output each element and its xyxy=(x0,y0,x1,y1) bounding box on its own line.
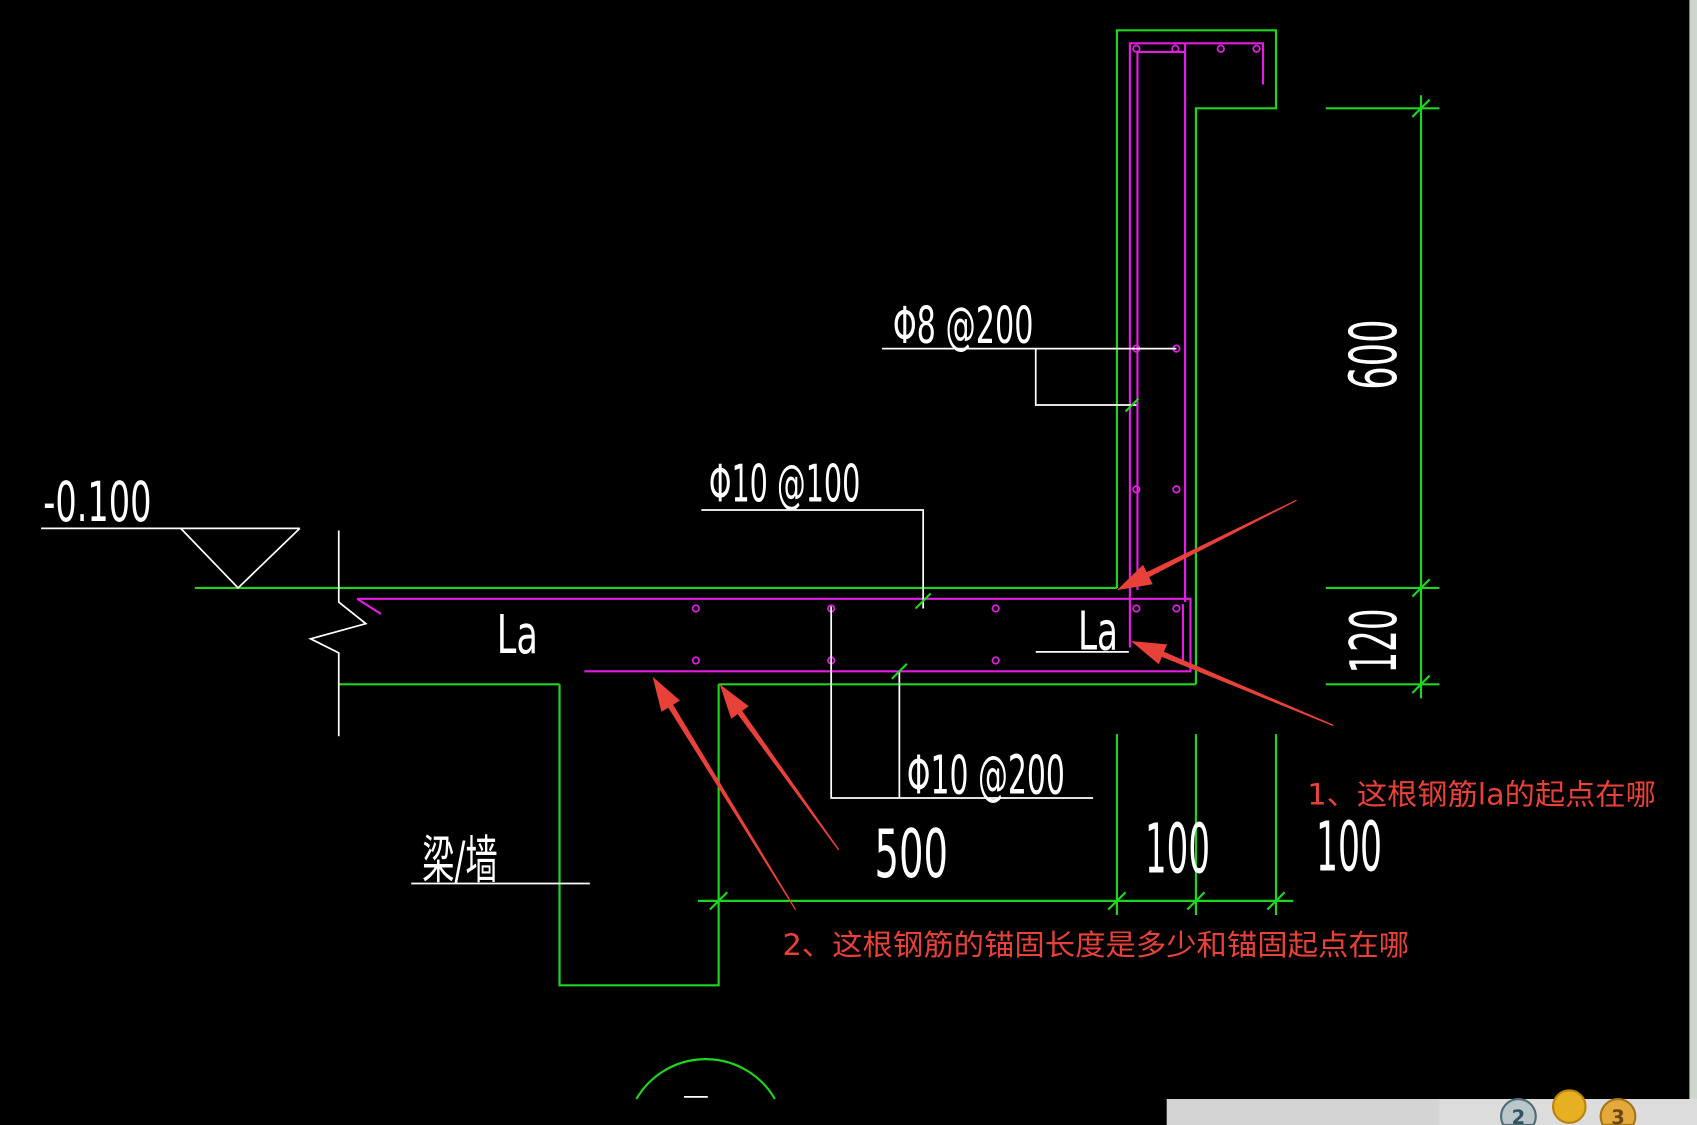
dimension-wall-thickness: 100 xyxy=(1145,811,1210,890)
slab-bottom-rebar-annotation: Φ10 @200 xyxy=(830,606,1094,807)
support-label: 梁/墙 xyxy=(422,831,498,891)
callout-question-2: 2、这根钢筋的锚固长度是多少和锚固起点在哪 xyxy=(782,928,1409,962)
leader-tick xyxy=(914,592,932,610)
callout-question-1: 1、这根钢筋la的起点在哪 xyxy=(1307,777,1655,811)
slab-bottom-rebar-label: Φ10 @200 xyxy=(907,745,1065,807)
section-symbol-arc xyxy=(635,1058,776,1100)
elevation-label: -0.100 xyxy=(43,471,151,535)
rebar-section-dot xyxy=(1172,604,1181,613)
rebar-section-dot xyxy=(1172,485,1181,494)
wall-rebar-label: Φ8 @200 xyxy=(893,296,1034,355)
extension-line xyxy=(1325,107,1440,686)
anchorage-annotation: La La xyxy=(497,601,1129,666)
slab-rebar-hook xyxy=(356,597,382,615)
leader-tick xyxy=(891,662,908,680)
window-edge xyxy=(1689,0,1697,1100)
dimension-wall-height: 600 xyxy=(1337,319,1412,389)
slab-top-rebar-leader xyxy=(701,509,925,609)
horizontal-dimension: 500 100 100 xyxy=(698,734,1382,915)
wall-outline xyxy=(1115,29,1278,685)
anchorage-right-label: La xyxy=(1078,601,1118,663)
dimension-tick xyxy=(709,891,1286,911)
wall-outer-rebar-inner xyxy=(1136,50,1186,591)
rebar-section-dot xyxy=(1132,485,1141,494)
question-callouts: 1、这根钢筋la的起点在哪 2、这根钢筋的锚固长度是多少和锚固起点在哪 xyxy=(652,499,1656,962)
structure-outline xyxy=(194,29,1278,1100)
break-symbol xyxy=(308,530,368,737)
rebar xyxy=(356,42,1265,673)
callout-arrow xyxy=(1130,641,1334,727)
badge-circle xyxy=(1599,1098,1637,1125)
level-3-badge-icon[interactable]: 3 xyxy=(1599,1098,1637,1125)
callout-arrow xyxy=(719,684,840,851)
dimension-tick xyxy=(1411,98,1431,694)
rebar-section-dot xyxy=(1132,604,1141,613)
rebar-section-dot xyxy=(1132,44,1141,53)
rebar-section-dot xyxy=(1216,44,1225,53)
badge-label: 2 xyxy=(1512,1106,1526,1125)
support-annotation: 梁/墙 xyxy=(411,831,590,891)
slab-top-rebar-label: Φ10 @100 xyxy=(709,454,861,514)
callout-arrow xyxy=(652,676,797,910)
break-line xyxy=(308,530,368,737)
rebar-section-dots xyxy=(691,44,1261,665)
vertical-dimension: 600 120 xyxy=(1325,95,1440,699)
dimension-slab-length: 500 xyxy=(874,815,948,893)
leader-tick xyxy=(1124,397,1140,413)
dimension-slab-thickness: 120 xyxy=(1338,609,1412,674)
slab-rebar-loop xyxy=(357,597,1192,673)
anchorage-left-label: La xyxy=(497,604,538,666)
badge-label: 3 xyxy=(1611,1106,1625,1125)
callout-arrow xyxy=(1116,499,1297,591)
wall-rebar-annotation: Φ8 @200 xyxy=(882,296,1177,413)
slab-top-rebar-annotation: Φ10 @100 xyxy=(701,454,932,610)
wall-rebar-leader xyxy=(882,347,1177,406)
level-2-badge-icon[interactable]: 2 xyxy=(1500,1098,1537,1125)
rebar-section-dot xyxy=(1171,44,1180,53)
rebar-section-dot xyxy=(991,656,1000,665)
rebar-section-dot xyxy=(991,604,1000,613)
rebar-section-dot xyxy=(691,604,701,613)
rebar-section-dot xyxy=(1252,44,1261,53)
dimension-cap-width: 100 xyxy=(1316,809,1382,888)
badge-circle xyxy=(1500,1098,1537,1125)
elevation-triangle xyxy=(180,527,301,590)
beam-outline xyxy=(558,684,720,987)
wall-outer-rebar xyxy=(1128,42,1265,648)
rebar-section-dot xyxy=(691,656,701,665)
bottom-toolbar[interactable]: 2 3 xyxy=(1166,1089,1697,1125)
elevation-symbol: -0.100 xyxy=(41,471,301,590)
slab-bottom-rebar-leader xyxy=(830,606,1094,799)
gold-coin-icon[interactable] xyxy=(1551,1089,1587,1124)
extension-line xyxy=(1115,734,1278,915)
